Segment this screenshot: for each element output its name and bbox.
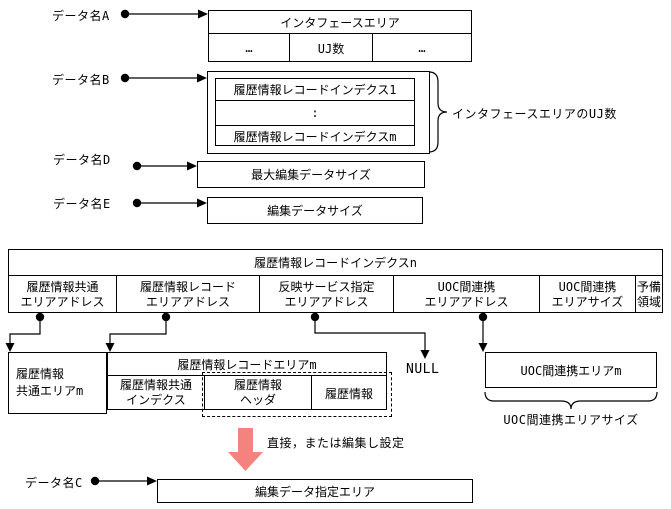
interface-area-cell-uj-count: UJ数 <box>290 34 373 62</box>
arrowhead-uoc-area <box>478 343 488 352</box>
col-text: エリアアドレス <box>424 294 509 309</box>
col-text: 反映サービス指定 <box>278 279 375 294</box>
uj-count-brace-label: インタフェースエリアのUJ数 <box>452 107 617 121</box>
index-list-row-m: 履歴情報レコードインデクスm <box>233 130 397 144</box>
col-text: 領域 <box>636 294 661 309</box>
arrowhead-common-area <box>5 343 15 352</box>
table-dot-4 <box>478 312 488 322</box>
arrowhead-b <box>197 73 207 83</box>
arrowhead-e <box>197 198 207 208</box>
record-index-n-title: 履歴情報レコードインデクスn <box>9 250 662 276</box>
uj-count-brace <box>428 71 448 153</box>
arrowhead-d <box>187 161 197 171</box>
pointer-dot-a <box>120 9 130 19</box>
drop-line-common-area <box>9 318 41 344</box>
record-area-history-cell: 履歴情報 <box>324 386 373 401</box>
col-text: エリアアドレス <box>20 294 105 309</box>
interface-area-box: インタフェースエリア … UJ数 … <box>208 10 472 62</box>
arrowhead-c <box>147 476 157 486</box>
arrowhead-null <box>420 350 430 359</box>
index-list-box: 履歴情報レコードインデクス1 : 履歴情報レコードインデクスm <box>215 78 415 146</box>
interface-area-cell-left: … <box>209 34 290 62</box>
col-text: UOC間連携 <box>558 279 617 294</box>
col-text: エリアアドレス <box>145 294 230 309</box>
record-area-common-index-cell: 履歴情報共通 インデクス <box>108 376 205 410</box>
cell-text: ヘッダ <box>239 393 276 407</box>
col-reserved: 予備 領域 <box>636 276 662 313</box>
col-text: エリアサイズ <box>551 294 624 309</box>
label-data-name-c: データ名C <box>25 476 83 490</box>
col-record-area-address: 履歴情報レコード エリアアドレス <box>117 276 260 313</box>
record-index-n-table: 履歴情報レコードインデクスn 履歴情報共通 エリアアドレス 履歴情報レコード エ… <box>8 249 663 313</box>
col-common-area-address: 履歴情報共通 エリアアドレス <box>9 276 117 313</box>
col-reflect-service-address: 反映サービス指定 エリアアドレス <box>260 276 394 313</box>
label-data-name-a: データ名A <box>52 9 110 23</box>
record-area-header-cell: 履歴情報 ヘッダ <box>205 376 312 410</box>
edit-data-target-area-box: 編集データ指定エリア <box>157 479 473 503</box>
arrowhead-a <box>198 9 208 19</box>
pointer-dot-b <box>120 73 130 83</box>
dashed-selection-box <box>202 372 392 417</box>
col-uoc-link-address: UOC間連携 エリアアドレス <box>394 276 540 313</box>
cell-text: インデクス <box>126 393 186 407</box>
label-data-name-b: データ名B <box>52 73 110 87</box>
record-area-m-title: 履歴情報レコードエリアm <box>108 353 386 376</box>
table-dot-2 <box>161 312 171 322</box>
drop-line-record-area <box>109 318 167 344</box>
cell-text: 履歴情報共通 <box>119 378 192 392</box>
max-edit-data-size-box: 最大編集データサイズ <box>197 161 425 188</box>
col-text: 履歴情報レコード <box>139 279 236 294</box>
drop-line-null <box>314 318 426 350</box>
col-uoc-link-size: UOC間連携 エリアサイズ <box>540 276 636 313</box>
col-text: 履歴情報共通 <box>26 279 99 294</box>
col-text: エリアアドレス <box>284 294 369 309</box>
red-set-arrow <box>228 428 263 471</box>
uoc-size-brace <box>484 391 658 410</box>
cell-text: 履歴情報 <box>233 378 282 392</box>
edit-data-size-box: 編集データサイズ <box>207 197 423 224</box>
index-list-row-1: 履歴情報レコードインデクス1 <box>216 79 414 101</box>
uoc-link-area-size-brace-label: UOC間連携エリアサイズ <box>503 413 639 427</box>
record-area-m-box: 履歴情報レコードエリアm 履歴情報共通 インデクス 履歴情報 ヘッダ 履歴情報 <box>107 352 387 410</box>
table-dot-3 <box>310 312 320 322</box>
pointer-dot-c <box>90 476 100 486</box>
common-area-m-line1: 履歴情報 <box>16 367 65 381</box>
table-dot-1 <box>35 312 45 322</box>
red-arrow-caption: 直接，または編集し設定 <box>267 436 405 450</box>
interface-area-title: インタフェースエリア <box>209 11 471 34</box>
null-label: NULL <box>406 362 440 377</box>
common-area-m-box: 履歴情報 共通エリアm <box>8 352 107 414</box>
index-list-row-ellipsis: : <box>216 101 414 126</box>
label-data-name-e: データ名E <box>53 197 111 211</box>
uoc-link-area-m-box: UOC間連携エリアm <box>485 352 657 388</box>
label-data-name-d: データ名D <box>53 153 111 167</box>
pointer-dot-e <box>132 198 142 208</box>
col-text: 予備 <box>636 279 661 294</box>
common-area-m-line2: 共通エリアm <box>16 384 84 398</box>
interface-area-cell-right: … <box>418 41 426 55</box>
arrowhead-record-area <box>105 343 115 352</box>
col-text: UOC間連携 <box>437 279 496 294</box>
pointer-dot-d <box>132 161 142 171</box>
